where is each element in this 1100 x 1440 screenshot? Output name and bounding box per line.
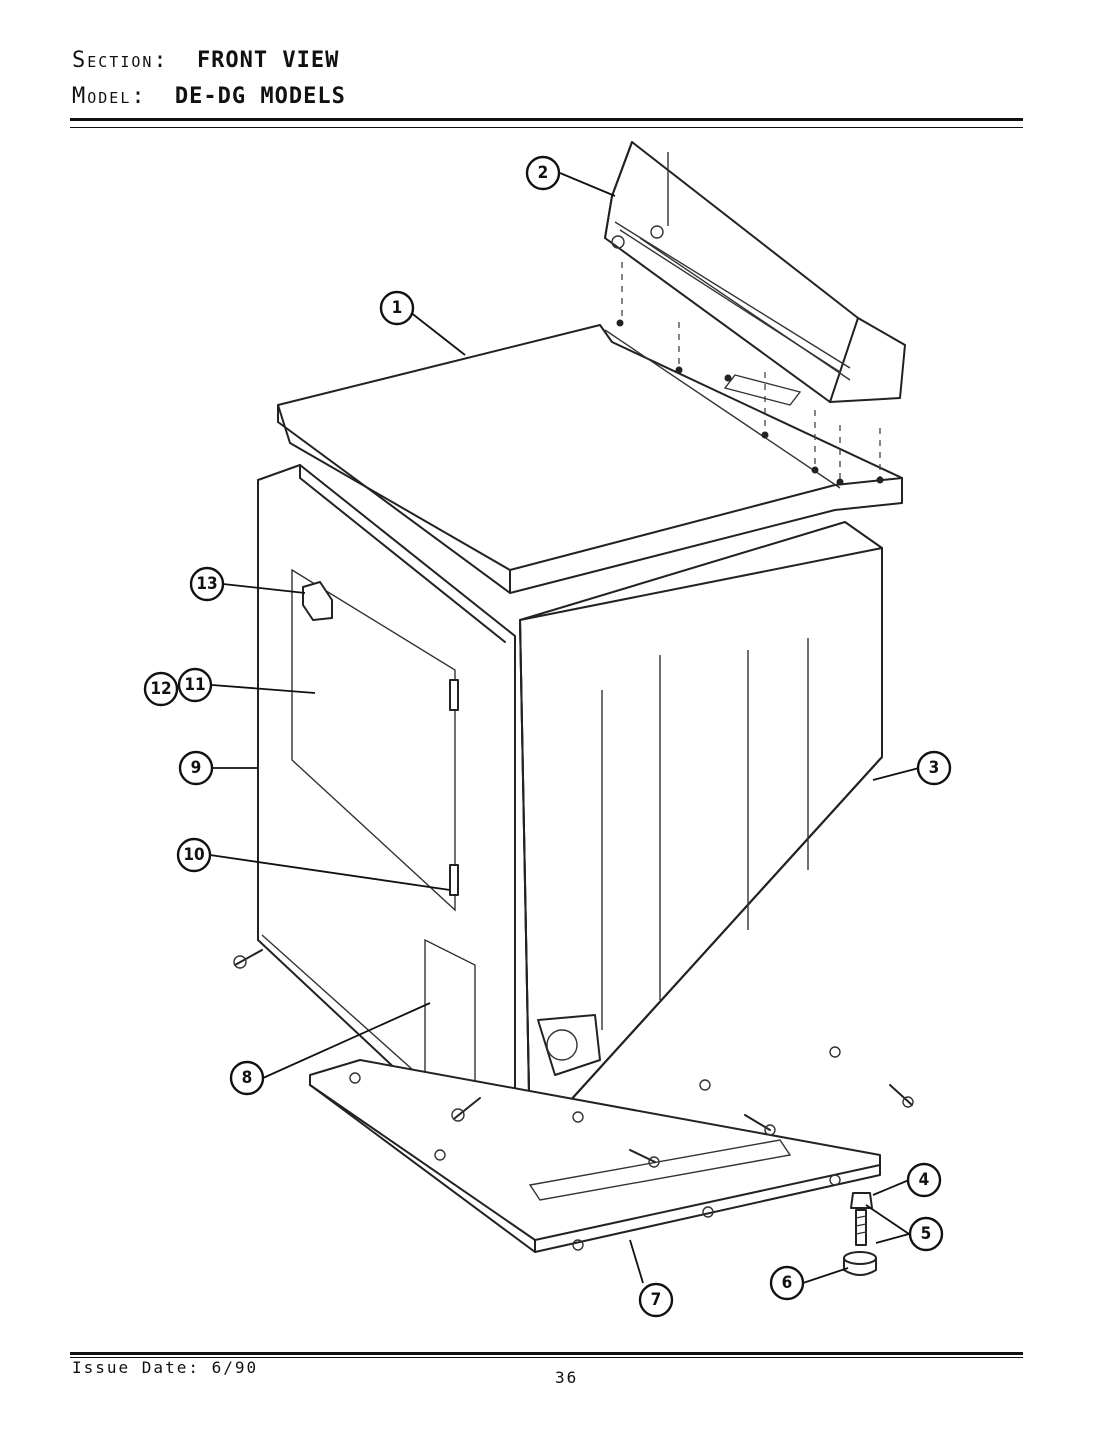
model-label: Model: bbox=[72, 84, 147, 109]
callout-9: 9 bbox=[178, 750, 214, 786]
issue-date: Issue Date: 6/90 bbox=[72, 1358, 259, 1377]
svg-text:6: 6 bbox=[782, 1273, 793, 1293]
callout-4: 4 bbox=[906, 1162, 942, 1198]
svg-text:12: 12 bbox=[150, 679, 171, 699]
leveling-leg-assembly bbox=[843, 1192, 877, 1276]
header-rule-thin bbox=[70, 127, 1023, 128]
header-rule-thick bbox=[70, 118, 1023, 121]
svg-text:2: 2 bbox=[538, 163, 549, 183]
callout-11: 11 bbox=[177, 667, 213, 703]
svg-text:1: 1 bbox=[392, 298, 403, 318]
base bbox=[309, 1046, 881, 1253]
svg-text:5: 5 bbox=[921, 1224, 932, 1244]
section-value: FRONT VIEW bbox=[196, 48, 340, 73]
callout-13: 13 bbox=[189, 566, 225, 602]
callout-1: 1 bbox=[379, 290, 415, 326]
callout-2: 2 bbox=[525, 155, 561, 191]
footer-rule-thin bbox=[70, 1357, 1023, 1358]
control-panel-console bbox=[604, 141, 906, 403]
section-label: Section: bbox=[72, 48, 169, 73]
callout-5: 5 bbox=[908, 1216, 944, 1252]
svg-text:10: 10 bbox=[183, 845, 204, 865]
model-value: DE-DG MODELS bbox=[174, 84, 346, 109]
callout-7: 7 bbox=[638, 1282, 674, 1318]
svg-text:13: 13 bbox=[196, 574, 217, 594]
callout-3: 3 bbox=[916, 750, 952, 786]
door-hinges bbox=[449, 679, 459, 896]
svg-text:7: 7 bbox=[651, 1290, 662, 1310]
section-title: Section: FRONT VIEW bbox=[72, 48, 339, 73]
svg-text:11: 11 bbox=[184, 675, 205, 695]
top-panel bbox=[277, 262, 903, 594]
callout-8: 8 bbox=[229, 1060, 265, 1096]
callout-12: 12 bbox=[143, 671, 179, 707]
front-panel bbox=[257, 464, 516, 1156]
svg-text:3: 3 bbox=[929, 758, 940, 778]
callout-10: 10 bbox=[176, 837, 212, 873]
cabinet bbox=[519, 521, 883, 1146]
door-latch bbox=[302, 581, 333, 621]
callout-6: 6 bbox=[769, 1265, 805, 1301]
screws bbox=[233, 949, 914, 1168]
footer-rule-thick bbox=[70, 1352, 1023, 1355]
leader-lines bbox=[209, 172, 920, 1284]
page-number: 36 bbox=[555, 1368, 579, 1387]
model-title: Model: DE-DG MODELS bbox=[72, 84, 346, 109]
svg-text:4: 4 bbox=[919, 1170, 930, 1190]
svg-text:8: 8 bbox=[242, 1068, 253, 1088]
svg-text:9: 9 bbox=[191, 758, 202, 778]
